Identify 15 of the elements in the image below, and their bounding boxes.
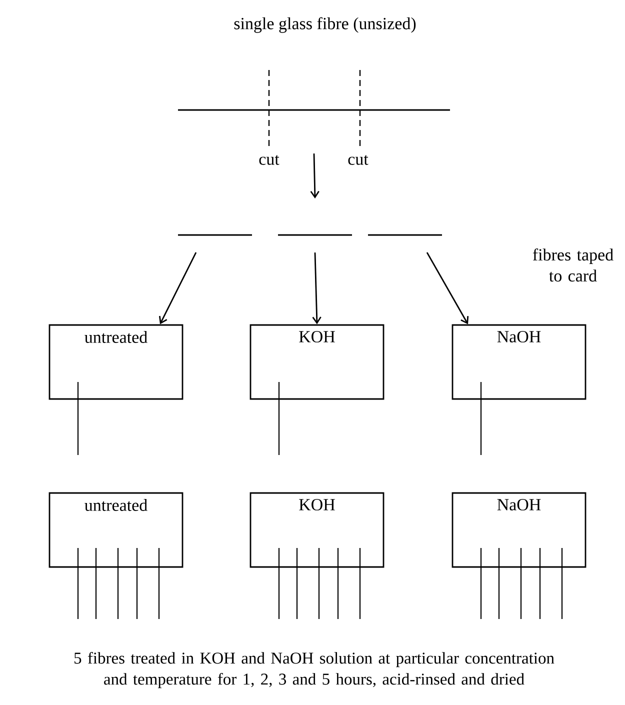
caption: 5 fibres treated in KOH and NaOH solution at particular concentration and temperature for 1, 2, 3 and 5 hours, acid-rinsed and dried [74, 652, 554, 688]
card: KOH [250, 492, 384, 568]
card: NaOH [452, 492, 586, 568]
title: single glass fibre (unsized) [234, 17, 416, 33]
card: untreated [48, 492, 184, 568]
note: fibres taped to card [532, 248, 614, 282]
cut-label: cut [259, 155, 280, 165]
card: NaOH [452, 324, 586, 400]
card: untreated [48, 324, 184, 400]
arrow [312, 252, 322, 324]
cut-label: cut [348, 155, 368, 165]
arrow [426, 252, 469, 324]
card: KOH [250, 324, 384, 400]
arrow [158, 252, 197, 324]
arrow [310, 153, 320, 199]
